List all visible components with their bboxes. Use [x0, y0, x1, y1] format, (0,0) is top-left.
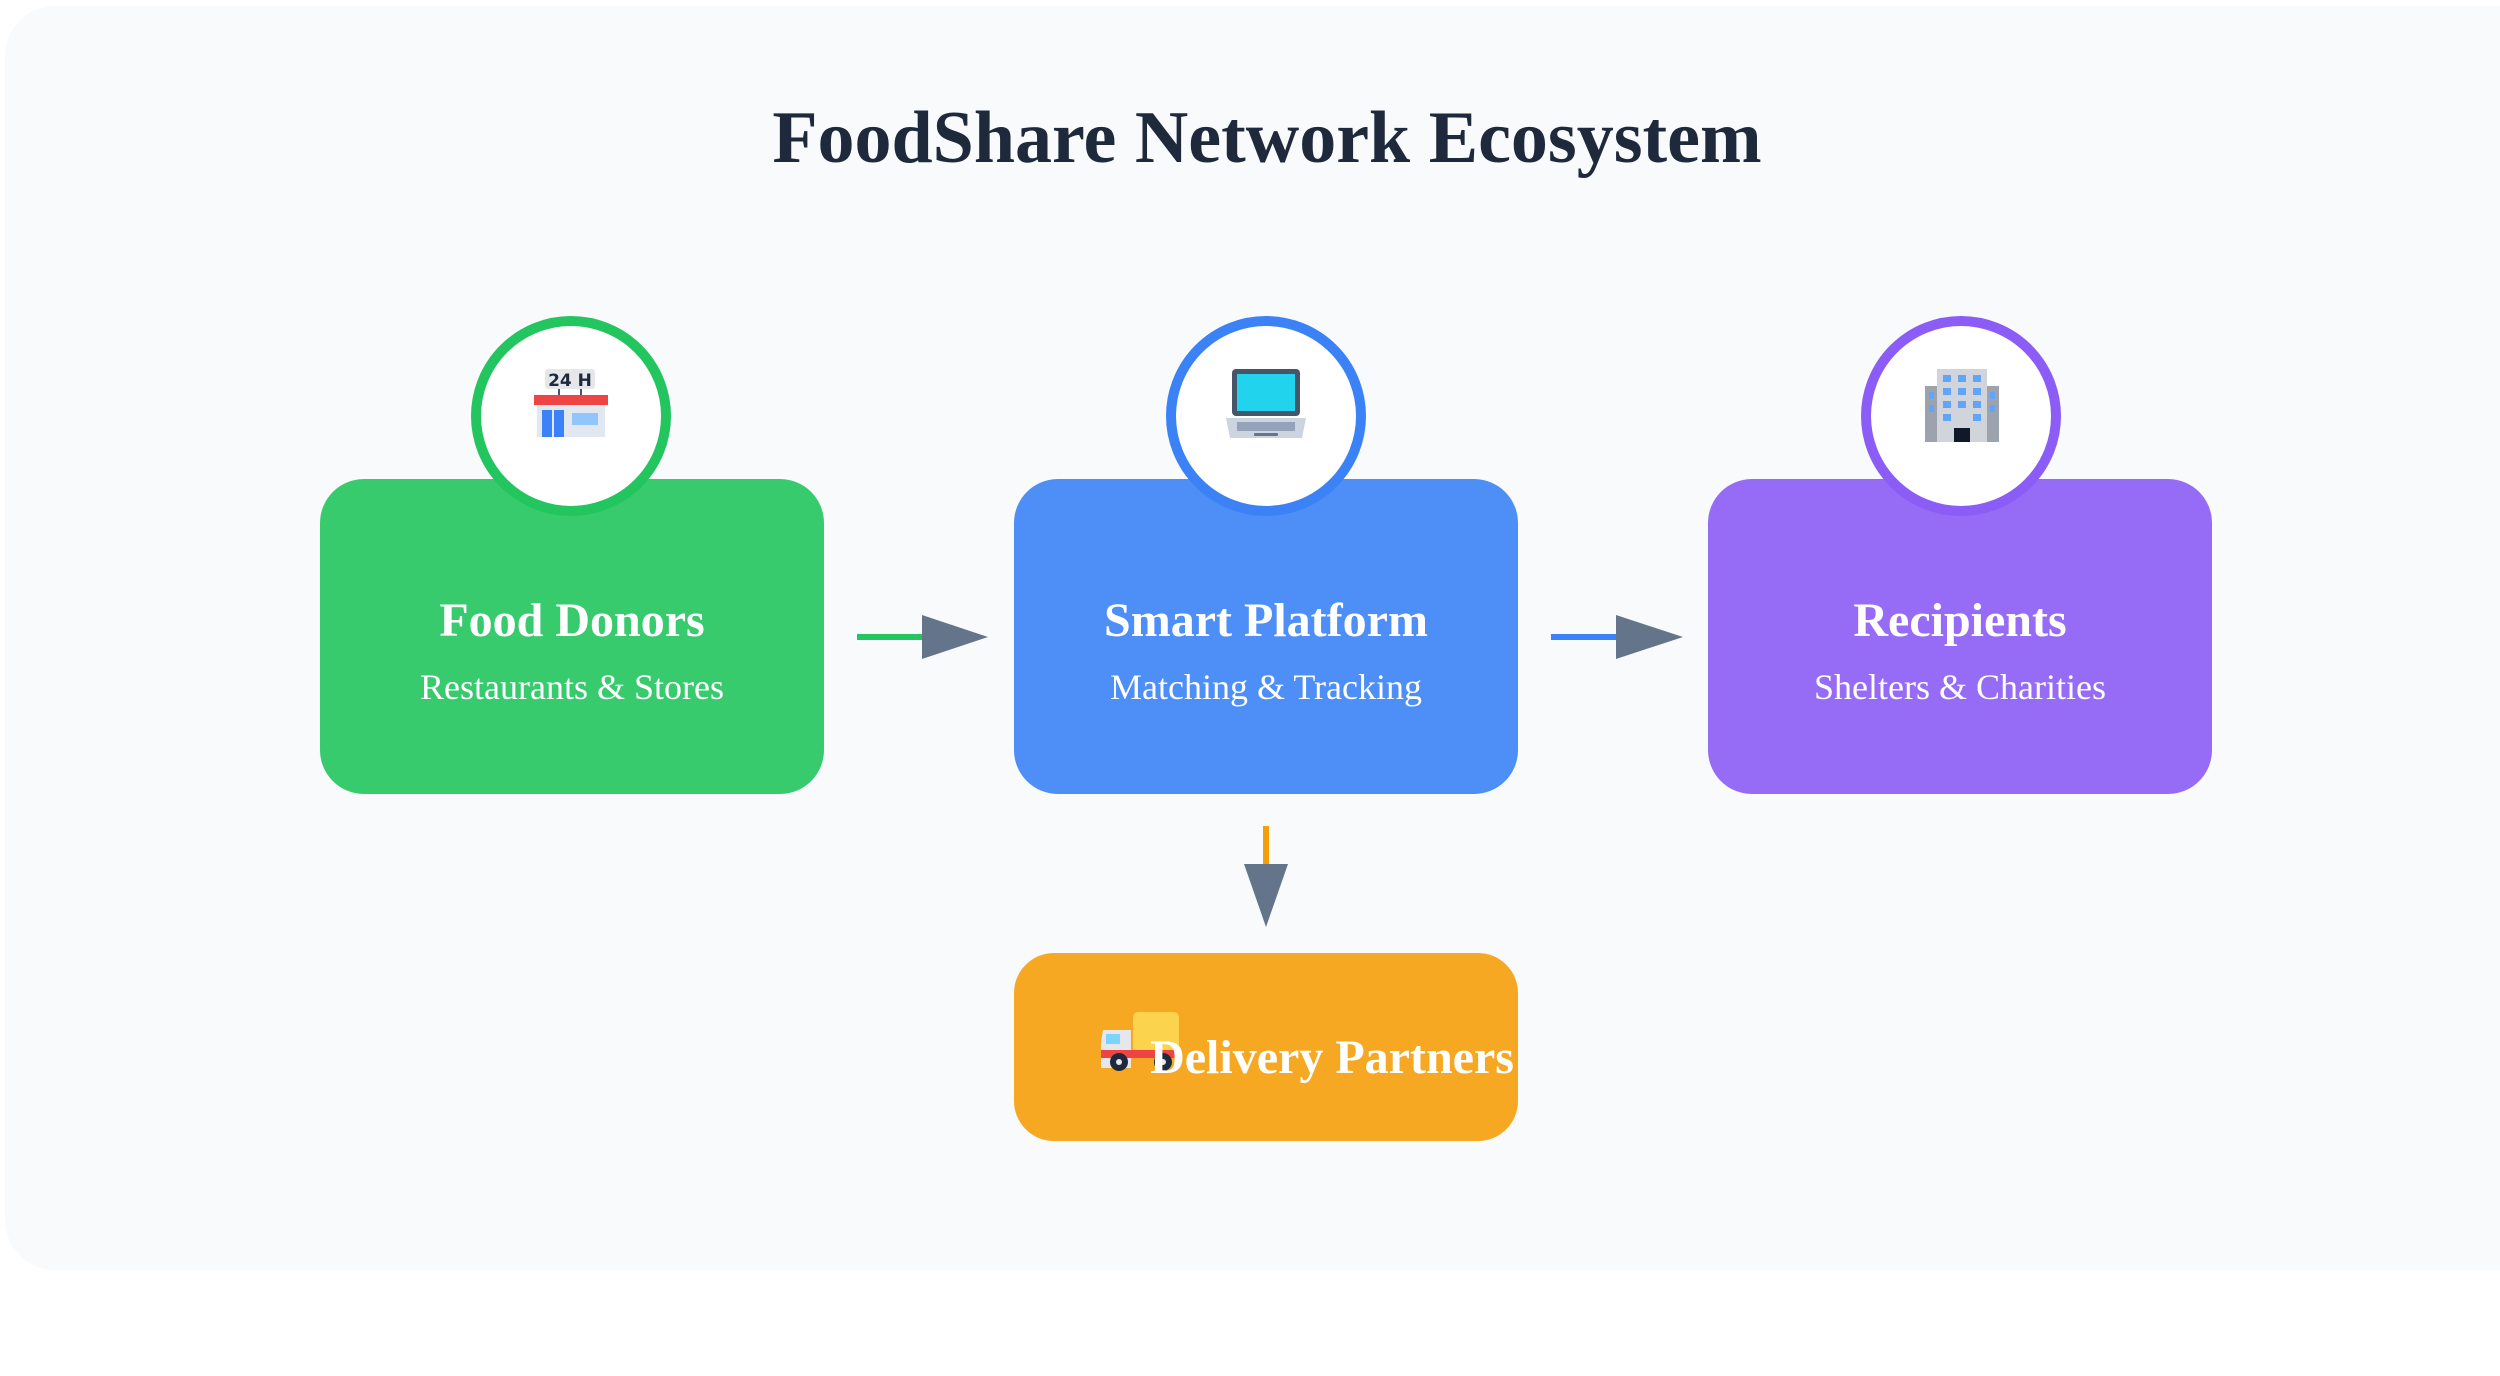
laptop-icon: [1226, 369, 1306, 438]
delivery-partners-box: [1014, 953, 1518, 1141]
delivery-partners-label: Delivery Partners: [1150, 1031, 1514, 1084]
edge-platform-to-recipients: [1551, 615, 1683, 659]
smart-platform-sublabel: Matching & Tracking: [1110, 667, 1422, 707]
edge-donors-to-platform: [857, 615, 988, 659]
food-donors-label: Food Donors: [439, 594, 704, 647]
recipients-box: [1708, 479, 2212, 794]
smart-platform-label: Smart Platform: [1104, 594, 1428, 647]
diagram-title: FoodShare Network Ecosystem: [772, 97, 1761, 179]
delivery-truck-icon: [1101, 1012, 1179, 1071]
office-building-icon: [1925, 369, 1999, 442]
node-food-donors: Food Donors Restaurants & Stores 24 H: [320, 316, 824, 794]
node-smart-platform: Smart Platform Matching & Tracking: [1014, 316, 1518, 794]
edge-platform-to-delivery: [1244, 826, 1288, 927]
arrowhead-donors-platform: [922, 615, 988, 659]
arrowhead-platform-delivery: [1244, 864, 1288, 927]
smart-platform-box: [1014, 479, 1518, 794]
recipients-label: Recipients: [1853, 594, 2066, 647]
svg-text:24 H: 24 H: [548, 371, 592, 391]
node-recipients: Recipients Shelters & Charities: [1708, 316, 2212, 794]
node-delivery-partners: Delivery Partners: [1014, 953, 1518, 1141]
recipients-sublabel: Shelters & Charities: [1814, 667, 2106, 707]
arrowhead-platform-recipients: [1616, 615, 1683, 659]
convenience-store-icon: 24 H: [534, 369, 608, 437]
food-donors-sublabel: Restaurants & Stores: [420, 667, 724, 707]
food-donors-box: [320, 479, 824, 794]
